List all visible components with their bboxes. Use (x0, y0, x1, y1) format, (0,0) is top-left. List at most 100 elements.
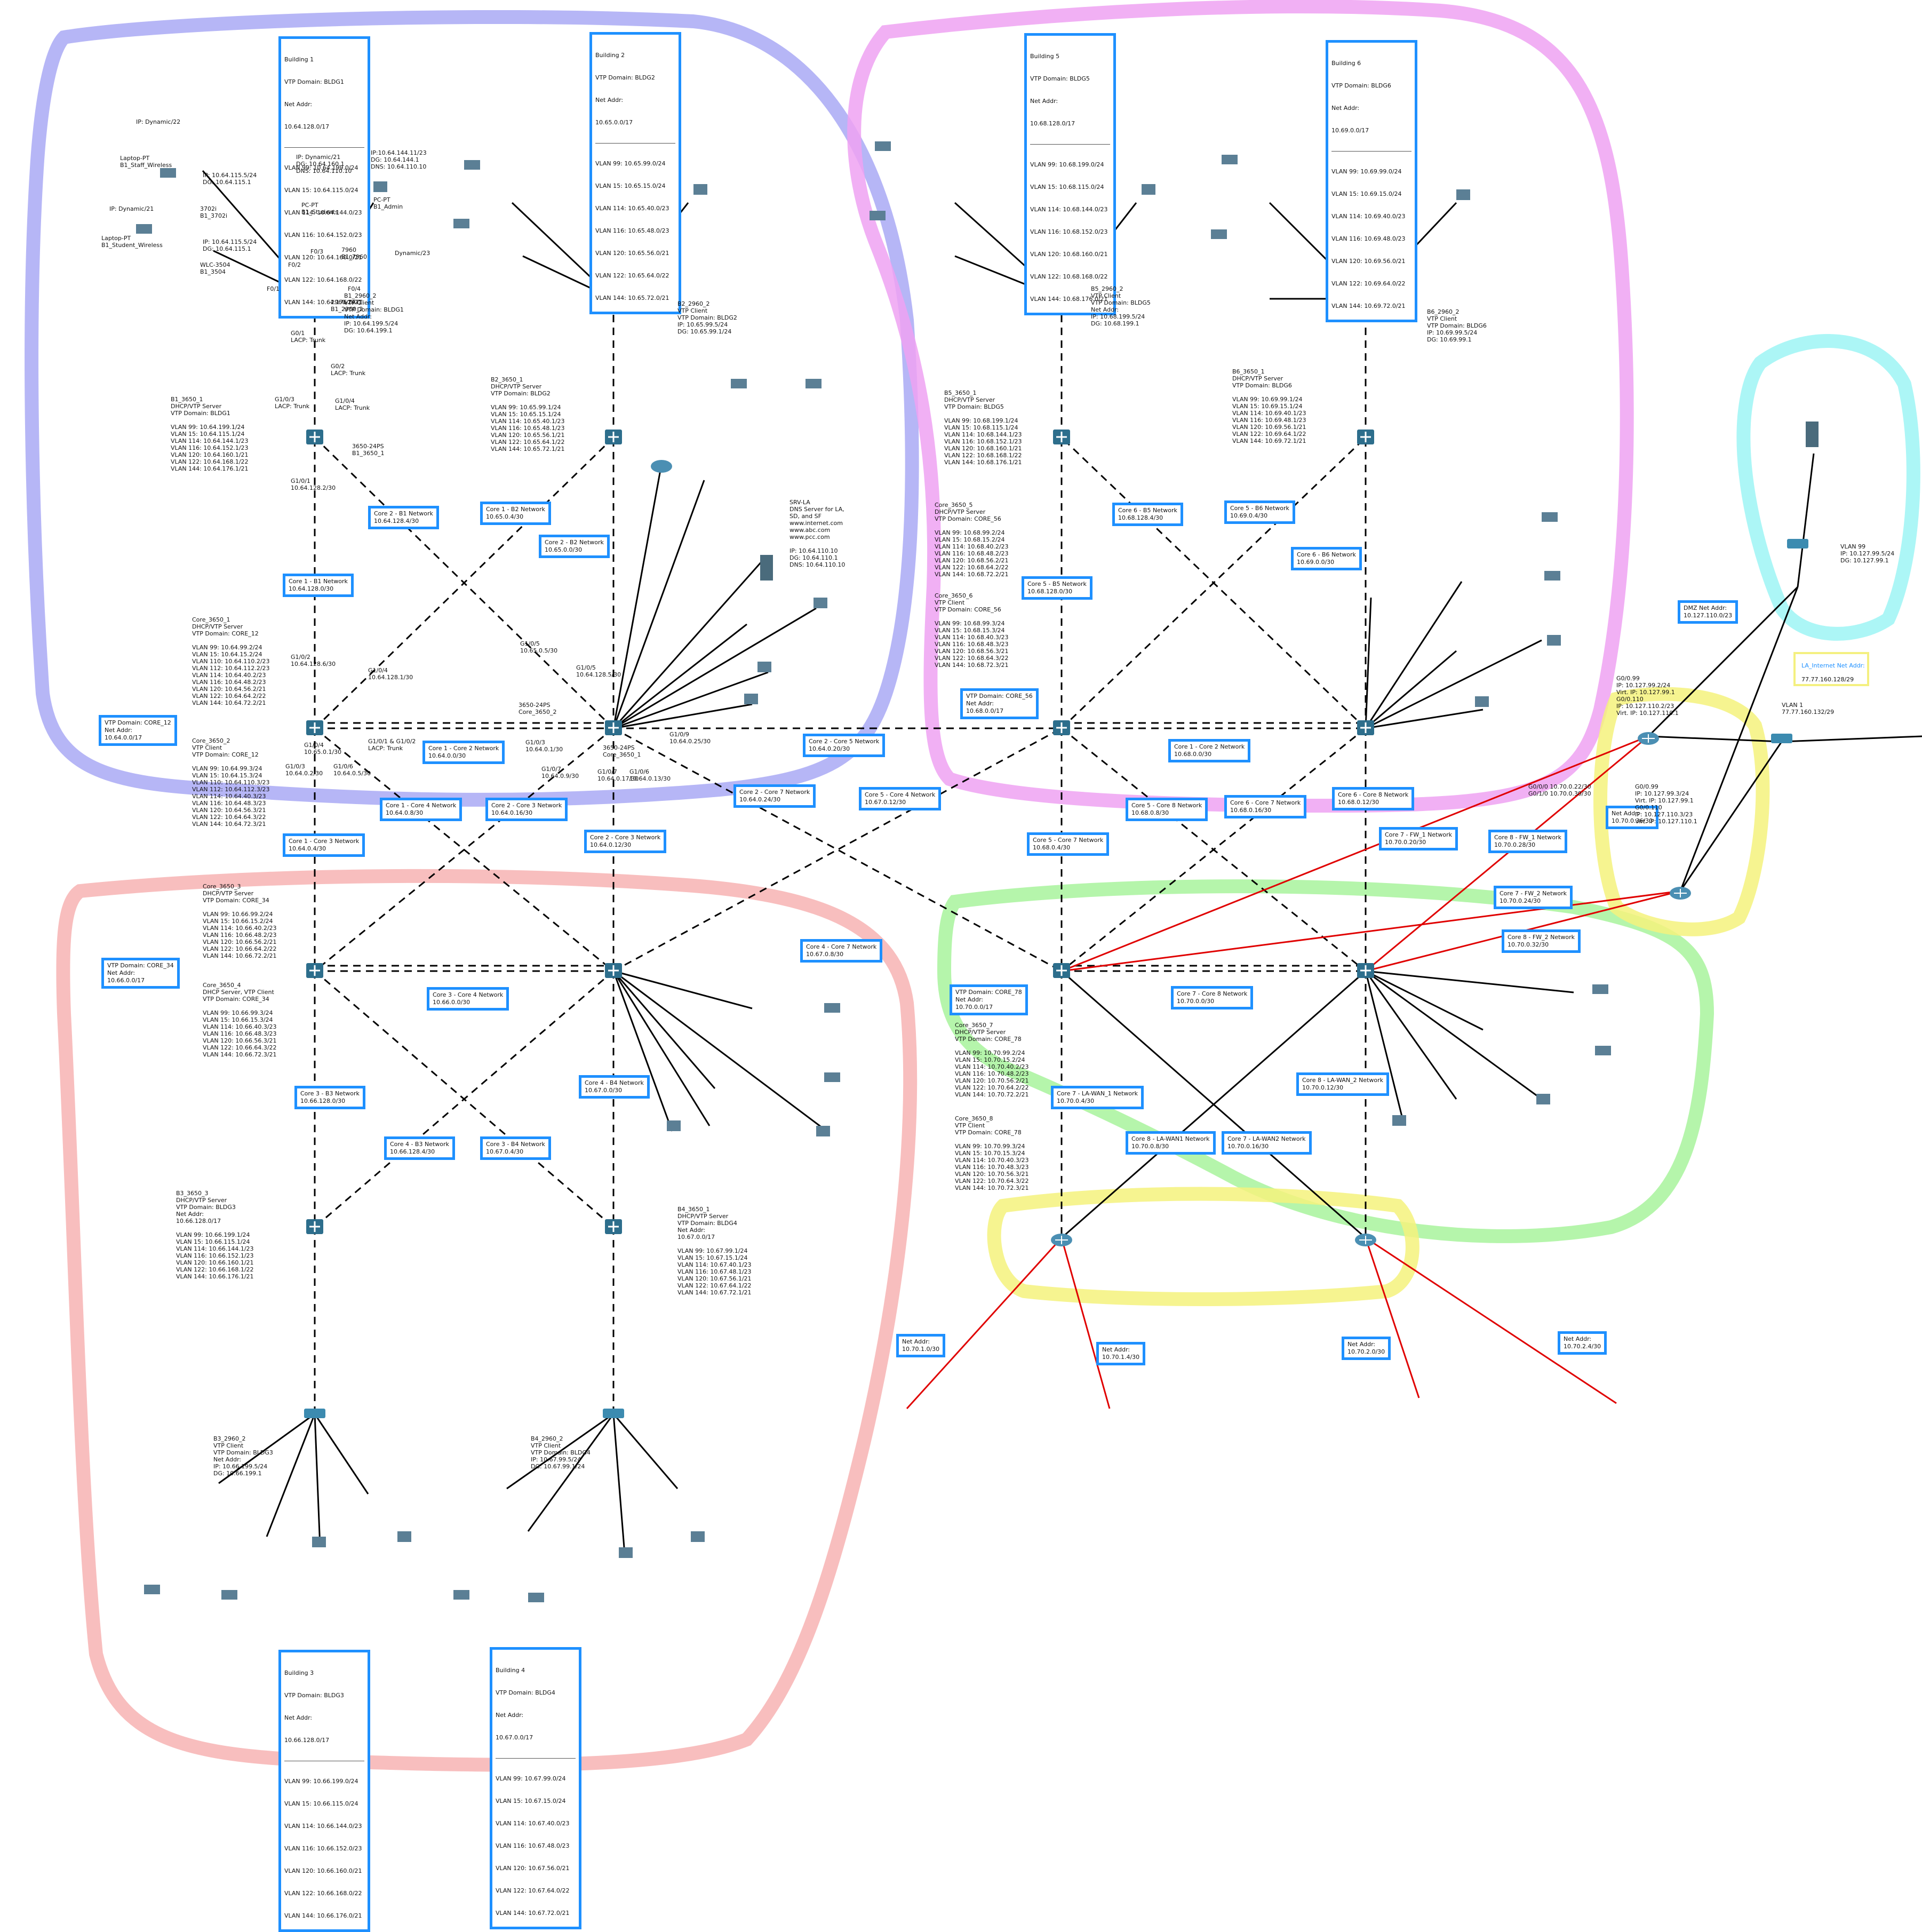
annotation-line: VLAN 116: 10.65.48.1/23 (491, 425, 565, 432)
label-line: G1/0/1 & G1/0/2 (368, 738, 416, 745)
annotation-line: Net Addr: (213, 1456, 242, 1463)
annotation-line: VLAN 114: 10.68.40.2/23 (935, 543, 1009, 550)
network-box-line: Core 7 - LA-WAN_1 Network (1057, 1090, 1138, 1097)
vlan-line: VLAN 120: 10.64.160.0/21 (284, 254, 362, 261)
network-box-line: 10.64.0.16/30 (491, 809, 533, 816)
vlan-line: VLAN 114: 10.65.40.0/23 (595, 205, 669, 212)
network-box-line: 10.70.0.24/30 (1500, 897, 1541, 904)
label-line: 3650-24PS (352, 443, 384, 450)
network-box-line: DMZ Net Addr: (1684, 605, 1727, 611)
laptop-icon (731, 379, 747, 388)
annotation-line: VLAN 120: 10.66.56.3/21 (203, 1037, 277, 1044)
label-line: G1/0/3 (285, 763, 305, 770)
label-line: G1/0/2 (291, 654, 310, 661)
network-box-line: 10.66.0.0/30 (433, 999, 470, 1006)
label-line: 10.64.0.5/30 (333, 770, 371, 777)
label-line: G1/0/7 (597, 768, 617, 775)
annotation-line: VLAN 144: 10.68.176.1/21 (944, 459, 1022, 466)
annotation-line (677, 1241, 680, 1247)
vlan-line: VLAN 114: 10.64.144.0/23 (284, 209, 362, 216)
b5-3650-icon (1053, 430, 1070, 444)
network-box-line: Core 4 - B3 Network (390, 1141, 449, 1148)
network-box-line: 10.67.0.8/30 (806, 951, 844, 958)
annotation-line: VTP Domain: CORE_12 (192, 630, 259, 637)
network-box-line: Core 6 - B5 Network (1118, 507, 1177, 514)
network-box-line: Core 7 - LA-WAN2 Network (1227, 1135, 1306, 1142)
annotation-line: DHCP/VTP Server (677, 1213, 729, 1220)
building-1-line: Building 1 (284, 56, 314, 63)
annotation-line: VLAN 114: 10.65.40.1/23 (491, 418, 565, 425)
annotation-line: VLAN 120: 10.66.160.1/21 (176, 1259, 254, 1266)
network-box-line: 10.65.0.0/30 (545, 546, 583, 553)
vlan-line: VLAN 120: 10.65.56.0/21 (595, 250, 669, 257)
annotation-line: B5_3650_1 (944, 389, 977, 396)
annotation-line: VLAN 99: 10.67.99.1/24 (677, 1247, 748, 1254)
annotation-line: VTP Domain: BLDG4 (677, 1220, 737, 1227)
annotation-line: VLAN 99: 10.66.99.3/24 (203, 1009, 273, 1016)
network-box-line: 10.68.128.0/30 (1027, 588, 1073, 595)
annotation-line: Core_3650_8 (955, 1115, 993, 1122)
network-box-line: 10.67.0.0/30 (585, 1087, 623, 1094)
annotation-line: VLAN 120: 10.70.56.2/21 (955, 1077, 1029, 1084)
annotation-line: VLAN 144: 10.70.72.2/21 (955, 1091, 1029, 1098)
annotation-line: VTP Domain: CORE_12 (192, 751, 259, 758)
label-line: Dynamic/23 (395, 250, 430, 257)
annotation-line: VLAN 15: 10.69.15.1/24 (1232, 403, 1303, 410)
label-line: B1_2960_2 (331, 306, 363, 313)
pc-icon (312, 1537, 326, 1547)
network-box-line: 10.68.0.16/30 (1230, 807, 1272, 814)
vlan-line: VLAN 122: 10.69.64.0/22 (1331, 280, 1406, 287)
laptop-icon (806, 379, 822, 388)
network-box-wan-d: Net Addr:10.70.2.4/30 (1558, 1331, 1607, 1355)
annotation-line: VTP Domain: BLDG1 (344, 306, 404, 313)
network-box-line: Core 8 - LA-WAN1 Network (1131, 1135, 1210, 1142)
network-box-line: Core 2 - Core 5 Network (809, 738, 880, 745)
network-box-line: Core 3 - B3 Network (300, 1090, 360, 1097)
annotation-line: DHCP Server, VTP Client (203, 989, 274, 996)
vlan-line: VLAN 120: 10.67.56.0/21 (496, 1865, 570, 1872)
annotation-line: Virt. IP: 10.127.99.1 (1635, 797, 1694, 804)
network-box-line: Core 1 - Core 2 Network (428, 745, 499, 752)
network-box-line: 10.66.0.0/17 (107, 977, 145, 984)
network-box-line: Net Addr: (902, 1338, 930, 1345)
annotation-line: B4_2960_2 (531, 1435, 563, 1442)
vlan-line: VLAN 99: 10.69.99.0/24 (1331, 168, 1402, 175)
network-box-line: 10.64.0.24/30 (739, 796, 781, 803)
label-line: 10.64.0.13/30 (629, 775, 671, 782)
annotation-line: Net Addr: (677, 1227, 706, 1234)
building-4-line: Net Addr: (496, 1712, 524, 1719)
port-or-device-label: F0/4 (348, 285, 361, 292)
vlan-line: VLAN 114: 10.67.40.0/23 (496, 1820, 570, 1827)
label-line: LACP: Trunk (335, 404, 370, 411)
network-box-line: Core 1 - Core 3 Network (289, 838, 360, 845)
laptop-icon (1595, 1046, 1611, 1055)
core-3650-7-icon (1053, 963, 1070, 978)
annotation-line: SRV-LA (789, 499, 810, 506)
annotation-line: VLAN 15: 10.68.15.3/24 (935, 627, 1005, 634)
label-line: G1/0/6 (629, 768, 649, 775)
annotation-line: Core_3650_5 (935, 502, 973, 508)
annotation-line: DNS: 10.64.110.10 (789, 561, 846, 568)
network-box-line: 10.70.0.20/30 (1385, 839, 1426, 846)
annotation-line: VLAN 144: 10.66.72.2/21 (203, 952, 277, 959)
zone-core12-outline (25, 10, 919, 807)
vlan-line: VLAN 144: 10.64.176.0/21 (284, 299, 362, 306)
label-line: F0/2 (288, 261, 301, 268)
network-box-line: 10.70.2.0/30 (1347, 1348, 1385, 1355)
port-or-device-label: F0/3 (310, 248, 323, 255)
annotation-line: VTP Domain: BLDG4 (531, 1449, 591, 1456)
core-3650-1-icon (306, 720, 323, 735)
annotation-line: Net Addr: (176, 1211, 204, 1218)
vlan-line: VLAN 99: 10.65.99.0/24 (595, 160, 666, 167)
laptop-icon (136, 224, 152, 234)
annotation-line: DG: 10.68.199.1 (1091, 320, 1139, 327)
vlan-line: VLAN 122: 10.68.168.0/22 (1030, 273, 1108, 280)
